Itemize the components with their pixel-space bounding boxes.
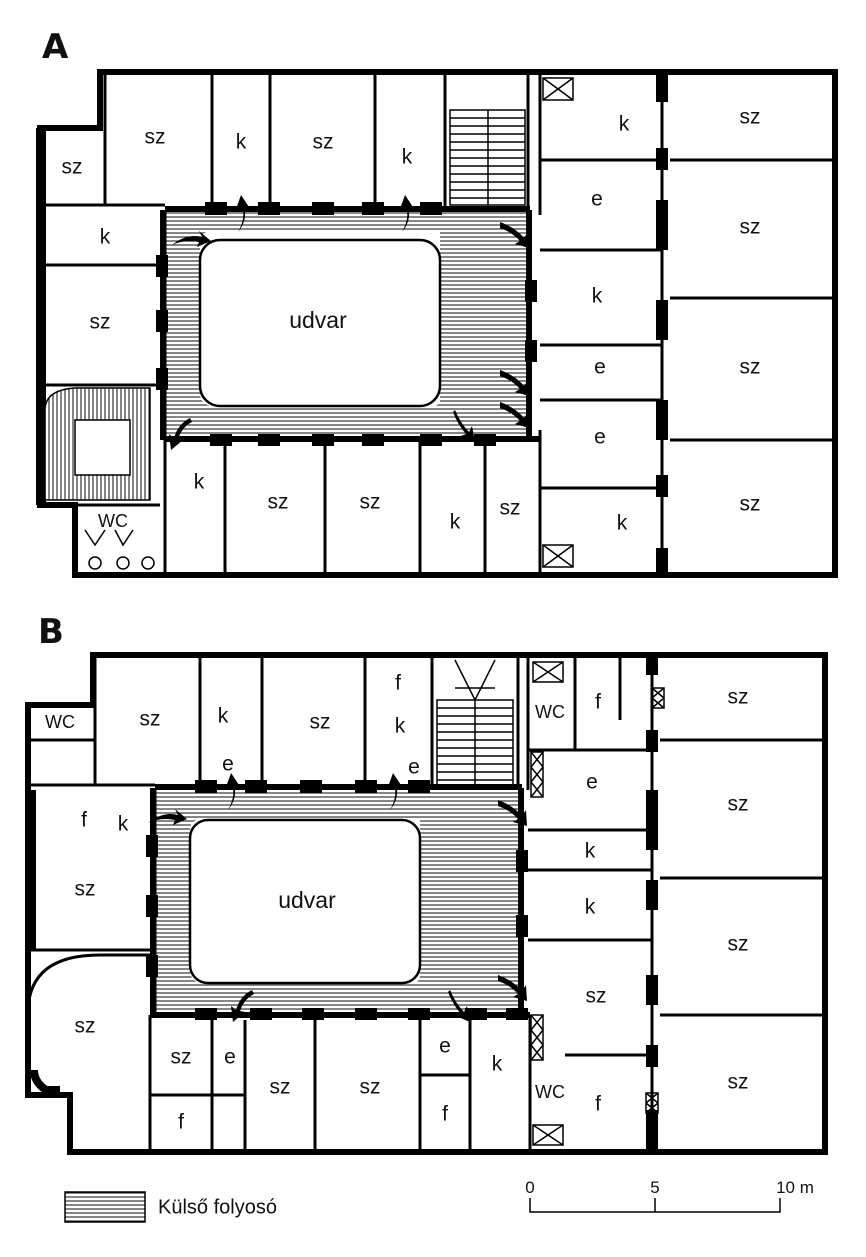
room-label: k xyxy=(592,285,603,308)
scale-tick-0: 0 xyxy=(525,1178,534,1197)
room-label: k xyxy=(118,813,129,836)
room-label: e xyxy=(594,426,606,449)
room-label: sz xyxy=(740,356,761,379)
plan-b-corridor xyxy=(155,788,522,1015)
scale-tick-10: 10 m xyxy=(776,1178,814,1197)
plan-b-round-room xyxy=(26,953,150,1095)
room-label: e xyxy=(408,756,420,779)
room-label: sz xyxy=(500,497,521,520)
plan-b-door-arrows xyxy=(148,773,527,1022)
plan-a: A xyxy=(36,27,838,578)
plan-b-courtyard-label: udvar xyxy=(278,887,336,913)
room-label: e xyxy=(222,753,234,776)
wc-label: WC xyxy=(98,511,128,531)
plan-a-spiral-stair xyxy=(44,387,151,501)
room-label: sz xyxy=(75,878,96,901)
legend-label: Külső folyosó xyxy=(158,1196,277,1218)
room-label: sz xyxy=(740,216,761,239)
room-label: sz xyxy=(270,1076,291,1099)
plan-a-courtyard xyxy=(198,238,442,408)
plan-a-staircase xyxy=(449,109,526,206)
room-label: k xyxy=(402,146,413,169)
plan-b-letter: B xyxy=(38,612,64,652)
room-label: sz xyxy=(145,126,166,149)
room-label: k xyxy=(619,113,630,136)
room-label: k xyxy=(585,840,596,863)
room-label: sz xyxy=(360,491,381,514)
room-label: sz xyxy=(268,491,289,514)
plan-b-courtyard xyxy=(188,818,422,985)
plan-a-gallery-wall xyxy=(36,72,668,575)
room-label: sz xyxy=(171,1046,192,1069)
plan-a-door-arrows xyxy=(169,195,529,450)
room-label: sz xyxy=(140,708,161,731)
room-label: sz xyxy=(310,711,331,734)
room-label: k xyxy=(617,512,628,535)
room-label: f xyxy=(595,1093,601,1116)
room-label: e xyxy=(594,356,606,379)
plan-a-courtyard-label: udvar xyxy=(289,307,347,333)
room-label: sz xyxy=(586,985,607,1008)
room-label: k xyxy=(450,511,461,534)
plan-a-corridor xyxy=(165,210,530,438)
wc-label: WC xyxy=(45,712,75,732)
room-label: e xyxy=(586,771,598,794)
wc-label: WC xyxy=(535,1082,565,1102)
plan-b: B xyxy=(25,612,828,1155)
plan-a-room-labels: sz sz k sz k k sz sz k e sz k e sz e k s… xyxy=(62,106,761,535)
plan-b-outer-walls xyxy=(25,652,828,1155)
plan-b-shafts xyxy=(530,661,665,1146)
room-label: k xyxy=(585,896,596,919)
plan-b-gallery-wall xyxy=(26,655,658,1152)
plan-a-inner-walls xyxy=(40,72,835,575)
room-label: f xyxy=(178,1111,184,1134)
room-label: sz xyxy=(728,933,749,956)
scale-bar: 0 5 10 m xyxy=(525,1178,814,1213)
room-label: sz xyxy=(740,106,761,129)
plan-a-letter: A xyxy=(42,27,69,67)
legend: Külső folyosó xyxy=(64,1191,277,1223)
room-label: sz xyxy=(728,1071,749,1094)
room-label: f xyxy=(595,691,601,714)
room-label: f xyxy=(442,1103,448,1126)
plan-b-room-labels: sz k e sz f k e WC f sz e sz k k sz k f … xyxy=(45,672,749,1134)
room-label: k xyxy=(492,1053,503,1076)
legend-swatch xyxy=(64,1191,146,1223)
room-label: sz xyxy=(313,131,334,154)
scale-tick-5: 5 xyxy=(650,1178,659,1197)
plan-a-wc-fixtures xyxy=(84,529,155,570)
room-label: k xyxy=(100,226,111,249)
room-label: sz xyxy=(740,493,761,516)
room-label: f xyxy=(81,809,87,832)
room-label: sz xyxy=(75,1015,96,1038)
plan-a-shafts xyxy=(542,77,574,568)
plan-b-staircase xyxy=(436,659,514,786)
room-label: e xyxy=(591,188,603,211)
room-label: k xyxy=(194,471,205,494)
room-label: k xyxy=(236,131,247,154)
room-label: sz xyxy=(90,311,111,334)
room-label: sz xyxy=(728,793,749,816)
wc-label: WC xyxy=(535,702,565,722)
room-label: f xyxy=(395,672,401,695)
room-label: k xyxy=(218,705,229,728)
room-label: sz xyxy=(360,1076,381,1099)
room-label: e xyxy=(224,1046,236,1069)
room-label: k xyxy=(395,715,406,738)
room-label: sz xyxy=(62,156,83,179)
room-label: e xyxy=(439,1035,451,1058)
room-label: sz xyxy=(728,686,749,709)
